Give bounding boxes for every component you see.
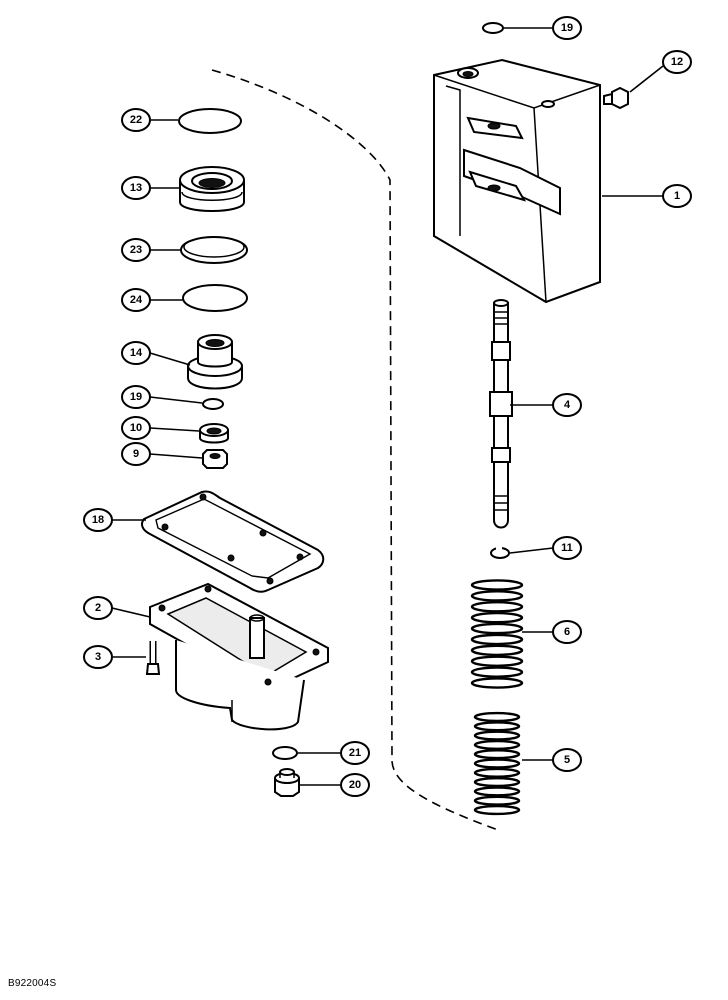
spring-coil [473, 739, 521, 751]
part-5-small-spring [473, 711, 521, 816]
part-2-housing [149, 582, 329, 731]
spring-coil [470, 622, 524, 635]
part-20-o-ring [178, 108, 242, 134]
part-12-plug [603, 86, 629, 110]
callout-label: 18 [92, 514, 104, 526]
spring-coil [470, 590, 524, 602]
part-19-small-o-ring [202, 398, 224, 410]
callout-3: 3 [83, 645, 113, 669]
callout-label: 13 [130, 182, 142, 194]
figure-code: B922004S [8, 978, 57, 989]
spring-coil [473, 721, 521, 732]
spring-coil [473, 786, 521, 797]
callout-label: 10 [130, 422, 142, 434]
callout-4: 4 [552, 393, 582, 417]
callout-12: 12 [662, 50, 692, 74]
part-21-plug [274, 768, 300, 797]
spring-coil [470, 633, 524, 646]
callout-18: 18 [83, 508, 113, 532]
callout-label: 11 [561, 542, 573, 554]
callout-21: 20 [340, 773, 370, 797]
part-4-spool-shaft [489, 299, 513, 529]
callout-label: 19 [561, 22, 573, 34]
spring-coil [470, 655, 524, 667]
callout-2: 2 [83, 596, 113, 620]
spring-coil [470, 666, 524, 678]
spring-coil [473, 758, 521, 769]
part-23-ring [180, 236, 248, 264]
callout-label: 4 [564, 399, 571, 411]
callout-label: 5 [564, 754, 570, 766]
callout-11: 11 [552, 536, 582, 560]
callout-24: 24 [121, 288, 151, 312]
callout-19-left: 19 [121, 385, 151, 409]
part-9-nut [202, 449, 228, 469]
part-19-top-o-ring [482, 22, 504, 34]
callout-13: 13 [121, 176, 151, 200]
callout-6: 6 [552, 620, 582, 644]
callout-label: 19 [130, 391, 142, 403]
assembly-dashed-line [211, 69, 499, 831]
callout-label: 23 [130, 244, 142, 256]
callout-19-top: 19 [552, 16, 582, 40]
callout-label: 2 [95, 602, 101, 614]
spring-coil [473, 730, 521, 741]
callout-label: 6 [564, 626, 570, 638]
callout-label: 3 [95, 651, 101, 663]
spring-coil [473, 749, 521, 760]
callout-label: 24 [130, 294, 143, 306]
callout-10: 10 [121, 416, 151, 440]
leader-lines [111, 27, 664, 786]
spring-coil [470, 677, 524, 689]
part-22-washer [272, 746, 298, 760]
part-14-piston [187, 334, 243, 390]
callout-22: 21 [340, 741, 370, 765]
part-11-snap-ring [490, 546, 510, 559]
callout-23: 23 [121, 238, 151, 262]
spring-coil [473, 804, 521, 816]
part-10-bearing [199, 423, 229, 444]
spring-coil [473, 767, 521, 778]
callout-5: 5 [552, 748, 582, 772]
callout-9: 9 [121, 442, 151, 466]
part-3-bolt [145, 641, 161, 675]
callout-label: 1 [674, 190, 680, 202]
part-24-o-ring [182, 284, 248, 312]
part-6-large-spring [470, 579, 524, 689]
spring-coil [470, 644, 524, 657]
callout-label: 14 [130, 347, 143, 359]
spring-coil [470, 601, 524, 613]
callout-label: 12 [671, 56, 683, 68]
callout-label: 22 [130, 114, 142, 126]
part-13-bearing-housing [179, 166, 245, 212]
part-18-gasket [141, 490, 325, 593]
callout-label: 20 [349, 779, 361, 791]
spring-coil [473, 795, 521, 806]
callout-label: 21 [349, 747, 361, 759]
spring-coil [473, 776, 521, 788]
part-1-valve-body [433, 58, 601, 304]
spring-coil [470, 611, 524, 624]
spring-coil [470, 579, 524, 591]
spring-coil [473, 711, 521, 723]
callout-14: 14 [121, 341, 151, 365]
callout-20: 22 [121, 108, 151, 132]
callout-1: 1 [662, 184, 692, 208]
callout-label: 9 [133, 448, 139, 460]
